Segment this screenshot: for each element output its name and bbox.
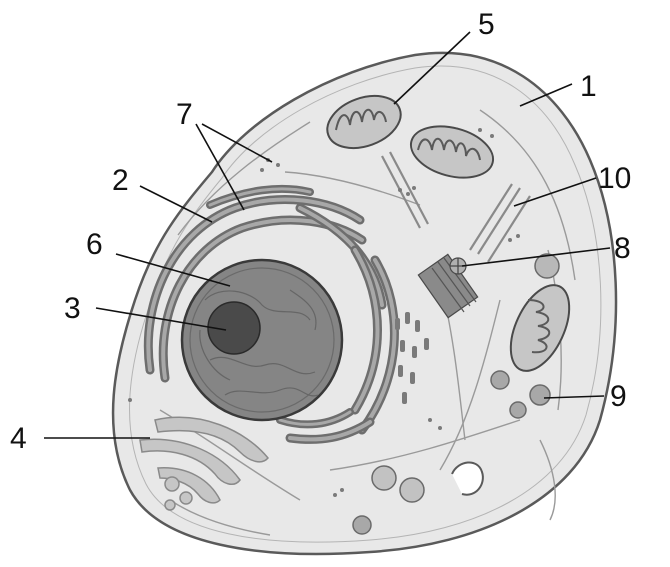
label-3: 3	[64, 292, 81, 325]
label-1: 1	[580, 70, 597, 103]
nucleus	[182, 260, 342, 420]
label-10: 10	[598, 162, 631, 195]
label-4: 4	[10, 422, 27, 455]
label-2: 2	[112, 164, 129, 197]
label-5: 5	[478, 8, 495, 41]
label-6: 6	[86, 228, 103, 261]
label-7: 7	[176, 98, 193, 131]
label-9: 9	[610, 380, 627, 413]
label-8: 8	[614, 232, 631, 265]
